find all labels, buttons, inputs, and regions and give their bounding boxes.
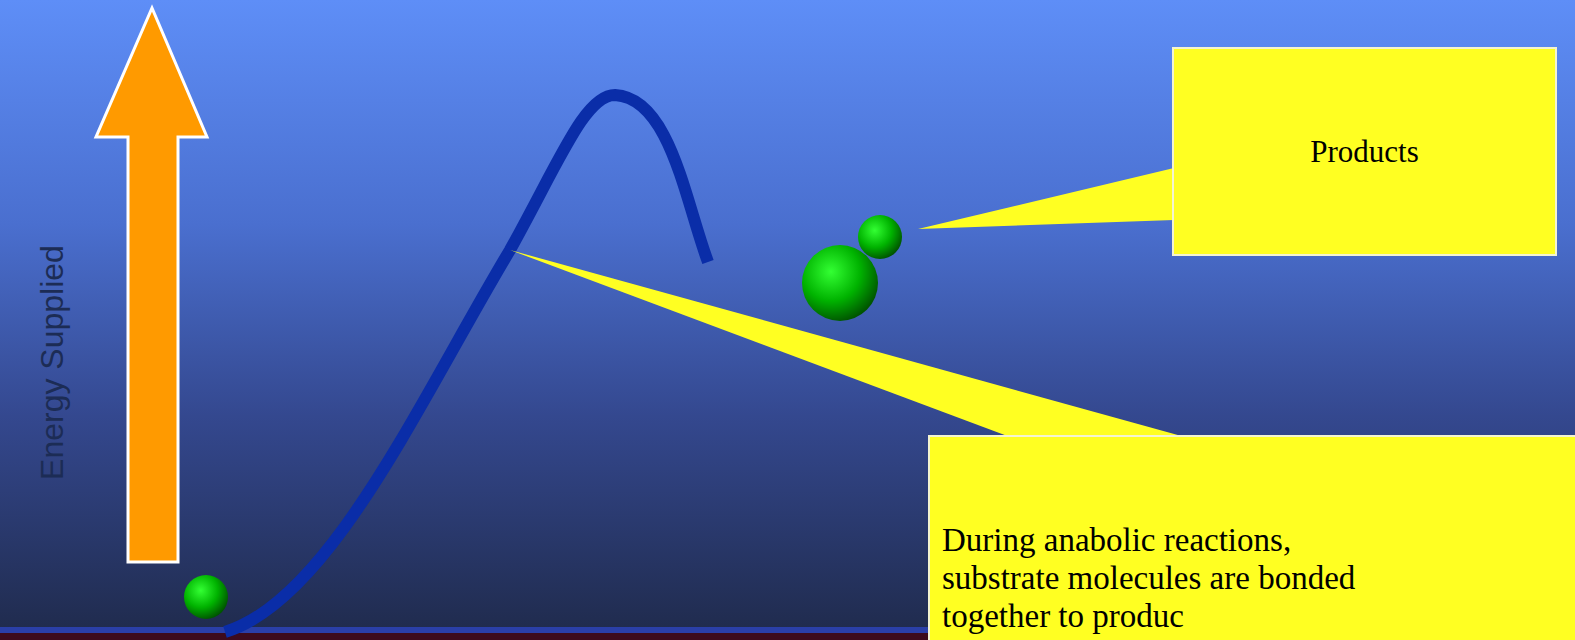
energy-curve [225,95,708,632]
callout-box: During anabolic reactions, substrate mol… [928,435,1575,640]
energy-arrow [96,8,207,562]
substrate-molecule [184,575,228,619]
axis-label: Energy Supplied [34,245,71,480]
callout-text: During anabolic reactions, substrate mol… [942,522,1357,636]
callout-pointer [918,168,1174,229]
callout-text: Products [1310,134,1419,170]
product-molecule [802,245,878,321]
product-molecule [858,215,902,259]
callout-box: Products [1172,47,1557,256]
